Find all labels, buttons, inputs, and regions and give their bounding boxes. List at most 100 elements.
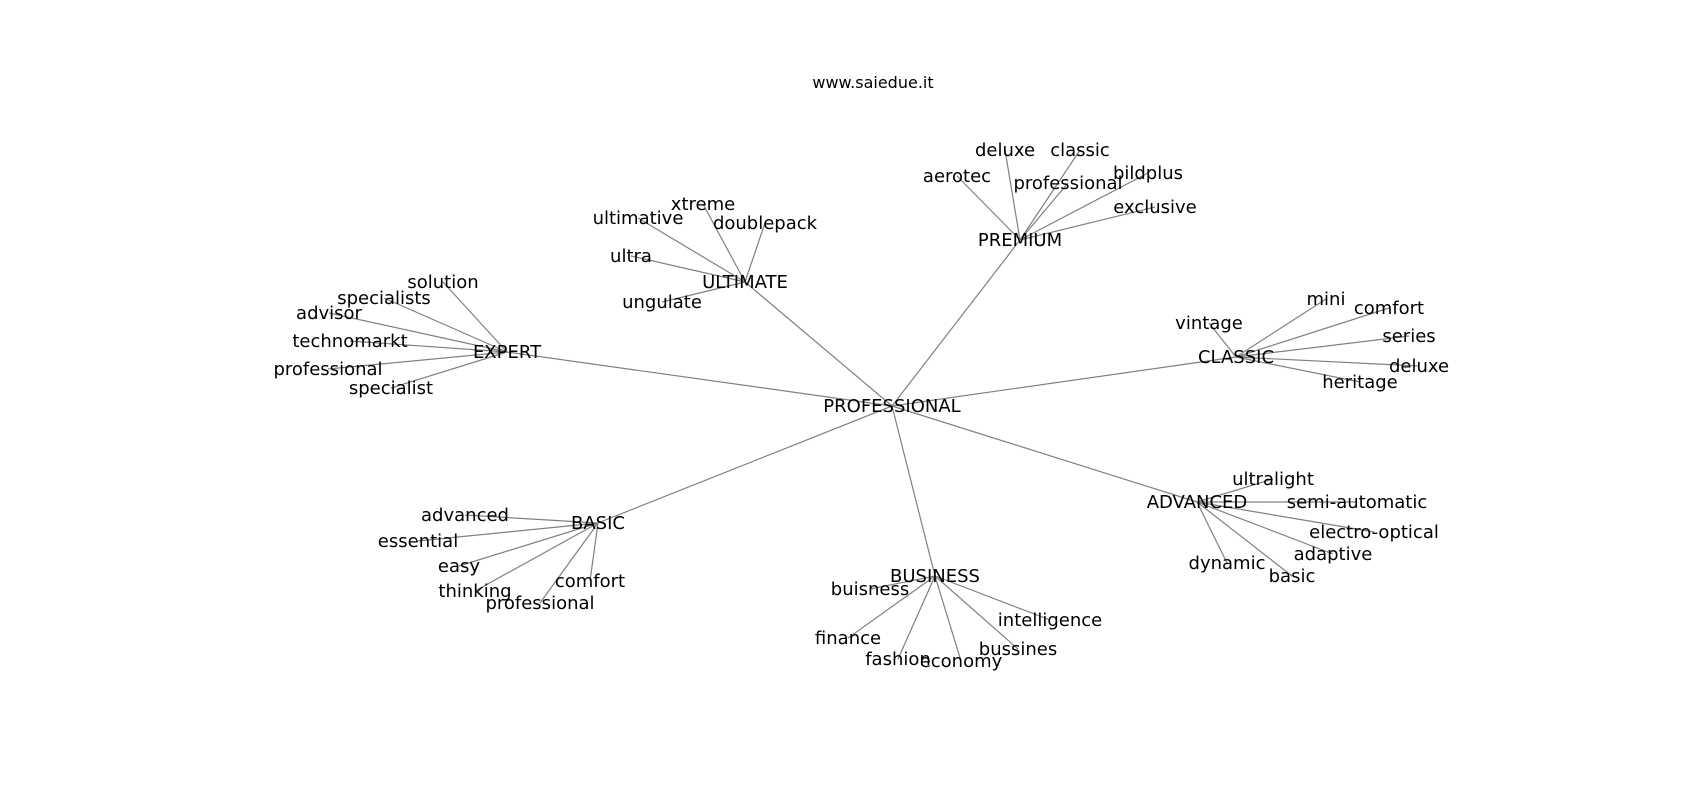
edge-premium-deluxe (1004, 149, 1021, 241)
leaf-node-label: heritage (1322, 372, 1397, 393)
edge-basic-advanced (464, 514, 599, 524)
leaf-node-label: electro-optical (1309, 522, 1439, 543)
leaf-node-label: advanced (421, 505, 509, 526)
leaf-node-label: semi-automatic (1287, 492, 1428, 513)
edge-root-business (891, 405, 936, 577)
leaf-node-label: specialists (337, 288, 431, 309)
diagram-title: www.saiedue.it (812, 73, 933, 92)
edge-ultimate-xtreme (702, 203, 746, 283)
edge-classic-comfort (1235, 307, 1390, 358)
edge-basic-professional (539, 522, 599, 604)
edge-root-advanced (891, 405, 1198, 503)
leaf-node-label: dynamic (1189, 553, 1266, 574)
group-node-label: ADVANCED (1147, 492, 1248, 513)
edge-classic-heritage (1235, 356, 1361, 383)
edge-advanced-basic (1196, 501, 1293, 577)
edge-premium-bildplus (1019, 172, 1149, 241)
leaf-node-label: advisor (296, 303, 363, 324)
group-node-label: ULTIMATE (702, 272, 788, 293)
leaf-node-label: professional (273, 359, 382, 380)
leaf-node-label: doublepack (713, 213, 818, 234)
edge-basic-thinking (474, 522, 599, 592)
edge-expert-specialist (390, 351, 508, 389)
node-labels: PROFESSIONAL PREMIUM deluxe classic aerotec p… (273, 140, 1449, 672)
edge-expert-solution (442, 281, 508, 353)
leaf-node-label: professional (1013, 173, 1122, 194)
edge-classic-mini (1235, 298, 1327, 358)
edge-advanced-electro-optical (1196, 501, 1375, 533)
leaf-node-label: series (1382, 326, 1435, 347)
edge-advanced-dynamic (1196, 501, 1228, 564)
edge-business-buisness (869, 575, 936, 590)
leaf-node-label: finance (815, 628, 881, 649)
edge-basic-comfort (589, 522, 599, 582)
group-node-label: BASIC (571, 513, 625, 534)
edge-business-economy (934, 575, 962, 662)
leaf-node-label: basic (1269, 566, 1316, 587)
edge-business-bussines (934, 575, 1019, 650)
leaf-node-label: easy (438, 556, 480, 577)
edges (327, 149, 1420, 662)
leaf-node-label: professional (485, 593, 594, 614)
edge-expert-professional (327, 351, 508, 370)
leaf-node-label: aerotec (923, 166, 991, 187)
leaf-node-label: adaptive (1294, 544, 1373, 565)
edge-ultimate-ultimative (637, 217, 746, 283)
edge-basic-essential (417, 522, 599, 542)
edge-advanced-adaptive (1196, 501, 1334, 555)
edge-premium-aerotec (956, 175, 1021, 241)
leaf-node-label: deluxe (975, 140, 1035, 161)
leaf-node-label: vintage (1175, 313, 1243, 334)
edge-ultimate-ultra (630, 255, 746, 283)
edge-classic-series (1235, 335, 1410, 358)
edge-ultimate-doublepack (744, 222, 766, 283)
edge-expert-technomarkt (349, 340, 508, 353)
group-node-label: PREMIUM (978, 230, 1062, 251)
leaf-node-label: deluxe (1389, 356, 1449, 377)
edge-expert-advisor (328, 312, 508, 353)
leaf-node-label: ultra (610, 246, 652, 267)
edge-classic-vintage (1208, 322, 1237, 358)
group-node-label: BUSINESS (890, 566, 980, 587)
edge-classic-deluxe (1235, 356, 1420, 367)
edge-premium-professional (1019, 182, 1069, 241)
leaf-node-label: comfort (1354, 298, 1424, 319)
edge-premium-exclusive (1019, 206, 1156, 241)
edge-root-classic (891, 356, 1237, 407)
leaf-node-label: technomarkt (292, 331, 407, 352)
leaf-node-label: buisness (831, 579, 909, 600)
edge-expert-specialists (383, 297, 508, 353)
leaf-node-label: exclusive (1113, 197, 1197, 218)
group-node-label: EXPERT (473, 342, 542, 363)
leaf-node-label: intelligence (998, 610, 1102, 631)
edge-ultimate-ungulate (661, 281, 746, 303)
edge-root-expert (506, 351, 893, 407)
edge-business-fashion (897, 575, 936, 660)
leaf-node-label: thinking (438, 581, 511, 602)
edge-root-premium (891, 239, 1021, 407)
leaf-node-label: bildplus (1113, 163, 1183, 184)
leaf-node-label: bussines (979, 639, 1057, 660)
edge-business-finance (847, 575, 936, 639)
leaf-node-label: ultralight (1232, 469, 1314, 490)
leaf-node-label: solution (407, 272, 478, 293)
edge-business-intelligence (934, 575, 1051, 621)
leaf-node-label: specialist (349, 378, 433, 399)
leaf-node-label: ungulate (622, 292, 702, 313)
group-node-label: CLASSIC (1198, 347, 1274, 368)
edge-advanced-ultralight (1196, 478, 1274, 503)
leaf-node-label: classic (1050, 140, 1110, 161)
leaf-node-label: comfort (555, 571, 625, 592)
edge-premium-classic (1019, 149, 1081, 241)
leaf-node-label: economy (920, 651, 1003, 672)
leaf-node-label: essential (378, 531, 458, 552)
leaf-node-label: mini (1307, 289, 1346, 310)
root-node-label: PROFESSIONAL (823, 396, 960, 417)
edge-root-ultimate (744, 281, 893, 407)
leaf-node-label: xtreme (671, 194, 735, 215)
edge-basic-easy (458, 522, 599, 567)
leaf-node-label: ultimative (593, 208, 684, 229)
leaf-node-label: fashion (865, 649, 931, 670)
edge-root-basic (597, 405, 893, 524)
